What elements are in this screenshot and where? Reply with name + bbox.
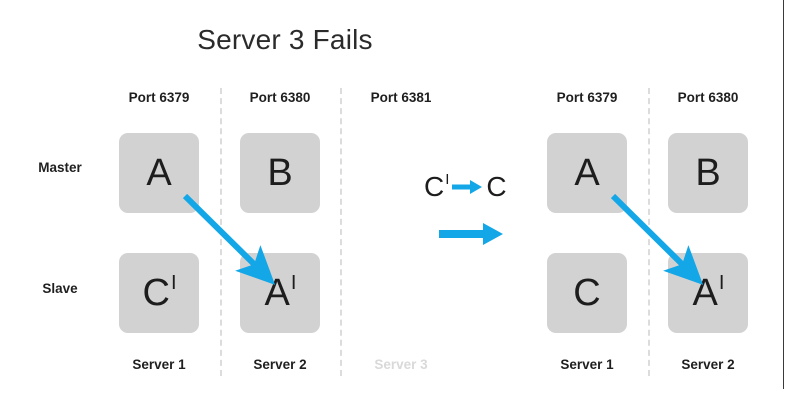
port-label-right-1: Port 6379 [556,90,618,105]
row-label-slave: Slave [42,281,78,296]
node-right-s1-slave[interactable]: C [547,253,627,333]
node-glyph: C [573,274,600,312]
node-glyph: CI [142,272,177,314]
node-glyph: A [574,154,599,192]
legend-promotion-row: CI C [424,170,507,202]
node-letter: C [573,272,601,314]
legend-transition-row [437,222,505,246]
port-label-left-2: Port 6380 [249,90,311,105]
server-label-left-2: Server 2 [253,357,307,372]
port-label-left-1: Port 6379 [128,90,190,105]
node-glyph: AI [692,272,725,314]
node-left-s2-slave[interactable]: AI [240,253,320,333]
node-right-s2-slave[interactable]: AI [668,253,748,333]
node-glyph: A [146,154,171,192]
server-label-left-3: Server 3 [374,357,428,372]
node-letter: B [267,152,293,194]
slide-edge-rule [783,0,784,389]
divider-left-2 [340,88,342,376]
node-left-s1-slave[interactable]: CI [119,253,199,333]
node-letter: B [695,152,721,194]
node-left-s2-master[interactable]: B [240,133,320,213]
node-letter: A [264,272,290,314]
legend-to-term: C [486,171,507,202]
node-letter: C [142,272,170,314]
node-left-s1-master[interactable]: A [119,133,199,213]
node-glyph: B [695,154,720,192]
node-letter: A [574,152,600,194]
server-label-right-2: Server 2 [681,357,735,372]
node-prime: I [290,272,297,295]
node-prime: I [170,272,177,295]
node-letter: A [692,272,718,314]
legend-from-term: CI [424,170,450,202]
node-right-s1-master[interactable]: A [547,133,627,213]
port-label-right-2: Port 6380 [677,90,739,105]
legend-arrow-right-icon [448,178,486,196]
node-letter: A [146,152,172,194]
server-label-right-1: Server 1 [560,357,614,372]
transition-arrow-right-icon [437,222,505,246]
node-prime: I [718,272,725,295]
server-label-left-1: Server 1 [132,357,186,372]
row-label-master: Master [38,160,82,175]
divider-left-1 [220,88,222,376]
node-glyph: AI [264,272,297,314]
page-title: Server 3 Fails [197,24,373,55]
node-glyph: B [267,154,292,192]
divider-right-1 [648,88,650,376]
node-right-s2-master[interactable]: B [668,133,748,213]
port-label-left-3: Port 6381 [370,90,432,105]
